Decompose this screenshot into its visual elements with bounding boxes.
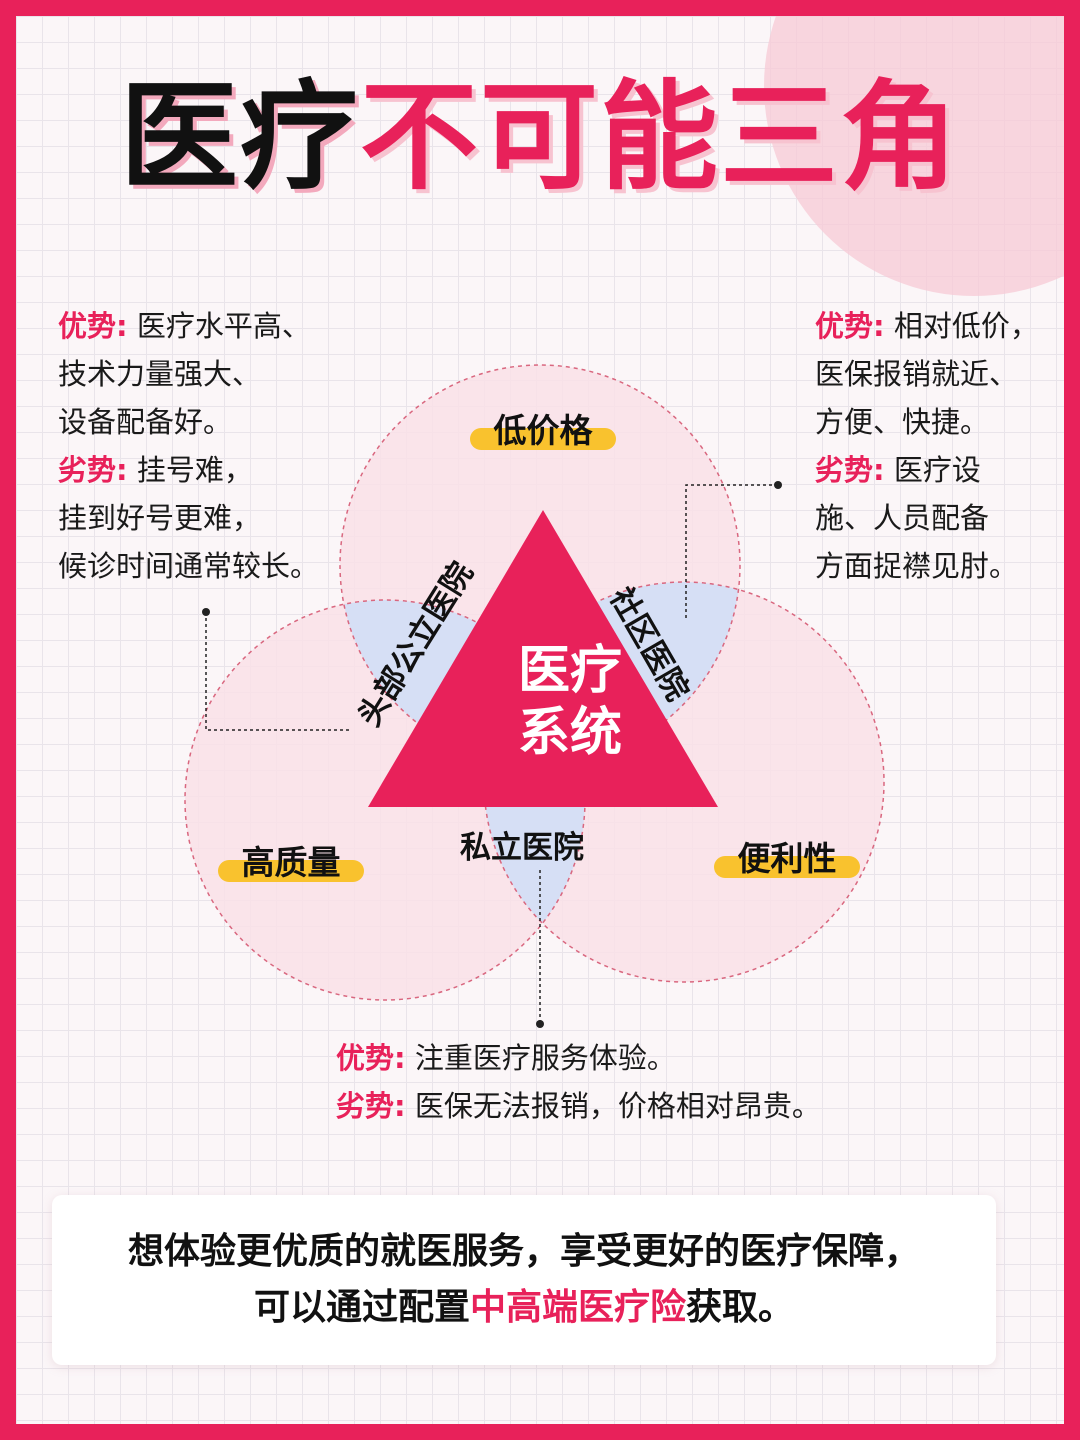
dis-line: 候诊时间通常较长。 [58, 549, 320, 583]
page-title: 医疗不可能三角 [120, 62, 960, 212]
adv-tag: 优势: [815, 309, 885, 343]
callout-highlight: 中高端医疗险 [469, 1287, 686, 1328]
dis-line: 施、人员配备 [815, 501, 990, 535]
circle-outline-right [483, 581, 885, 983]
callout-line-2-pre: 可以通过配置 [253, 1287, 470, 1328]
center-line-1: 医疗 [517, 641, 622, 701]
dis-text: 医保无法报销，价格相对昂贵。 [414, 1089, 821, 1123]
dis-line: 方面捉襟见肘。 [815, 549, 1019, 583]
community-hospital-text: 优势: 相对低价， 医保报销就近、 方便、快捷。 劣势: 医疗设 施、人员配备 … [815, 302, 1039, 590]
dis-line: 挂号难， [136, 453, 253, 487]
center-triangle [368, 510, 718, 807]
adv-line: 方便、快捷。 [815, 405, 990, 439]
private-hospital-text: 优势: 注重医疗服务体验。 劣势: 医保无法报销，价格相对昂贵。 [336, 1034, 821, 1130]
dis-tag: 劣势: [815, 453, 885, 487]
dis-tag: 劣势: [336, 1089, 406, 1123]
adv-text: 注重医疗服务体验。 [414, 1041, 676, 1075]
label-convenience: 便利性 [714, 832, 860, 880]
title-part-1: 医疗 [120, 68, 361, 206]
leader-dot-community [774, 481, 782, 489]
adv-tag: 优势: [58, 309, 128, 343]
callout-text: 想体验更优质的就医服务，享受更好的医疗保障， 可以通过配置中高端医疗险获取。 [52, 1224, 996, 1336]
adv-line: 设备配备好。 [58, 405, 233, 439]
leader-line-community [685, 484, 778, 620]
public-hospital-text: 优势: 医疗水平高、 技术力量强大、 设备配备好。 劣势: 挂号难， 挂到好号更… [58, 302, 319, 590]
callout-line-1: 想体验更优质的就医服务，享受更好的医疗保障， [127, 1231, 920, 1272]
adv-line: 技术力量强大、 [58, 357, 262, 391]
label-high-quality: 高质量 [218, 836, 364, 884]
dis-line: 医疗设 [893, 453, 981, 487]
leader-dot-private [536, 1020, 544, 1028]
adv-tag: 优势: [336, 1041, 406, 1075]
adv-line: 医保报销就近、 [815, 357, 1019, 391]
callout-box [52, 1195, 996, 1365]
leader-dot-public [202, 608, 210, 616]
callout-line-2-post: 获取。 [686, 1287, 795, 1328]
label-private-hospital: 私立医院 [460, 830, 584, 866]
adv-line: 医疗水平高、 [136, 309, 311, 343]
dis-line: 挂到好号更难， [58, 501, 262, 535]
adv-line: 相对低价， [893, 309, 1039, 343]
center-line-2: 系统 [517, 703, 622, 763]
label-low-price: 低价格 [470, 404, 616, 452]
dis-tag: 劣势: [58, 453, 128, 487]
title-part-2: 不可能三角 [360, 68, 961, 206]
center-label: 医疗 系统 [470, 640, 670, 764]
